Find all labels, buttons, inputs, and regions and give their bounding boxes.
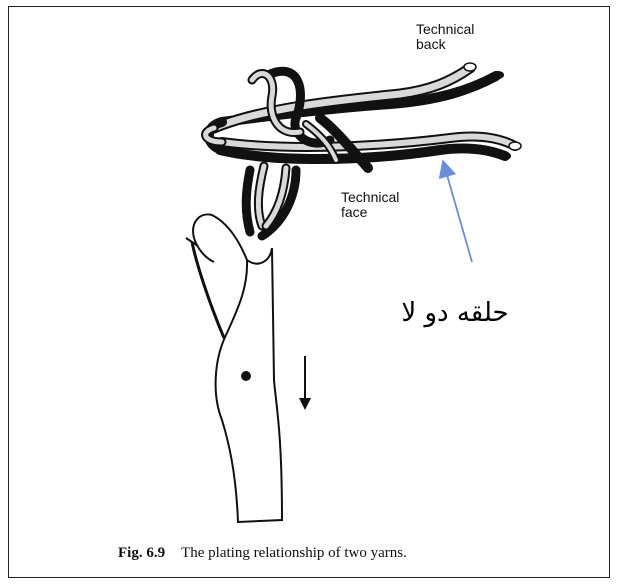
caption-text: The plating relationship of two yarns. <box>181 545 407 561</box>
annotation-arabic: حلقه دو لا <box>380 298 530 328</box>
label-technical-face: Technical face <box>341 190 451 220</box>
needle-icon <box>186 214 282 522</box>
caption-number: Fig. 6.9 <box>118 545 165 561</box>
label-technical-back: Technical back <box>416 22 526 52</box>
figure-caption: Fig. 6.9 The plating relationship of two … <box>118 545 598 562</box>
down-arrow-icon <box>299 356 311 410</box>
